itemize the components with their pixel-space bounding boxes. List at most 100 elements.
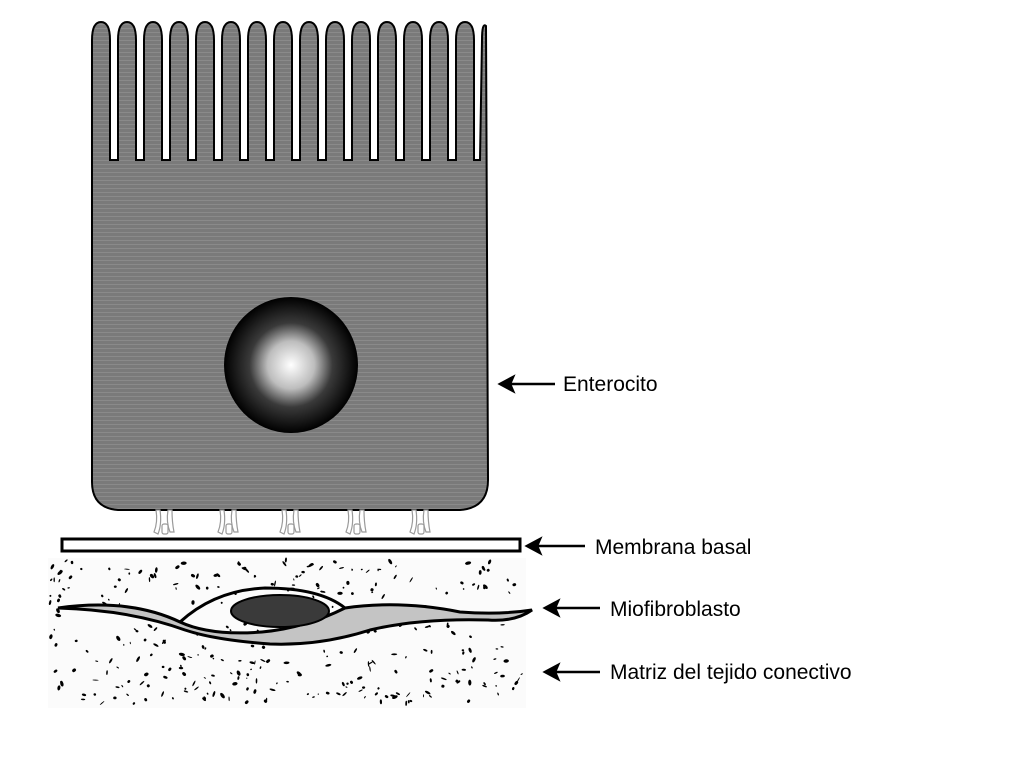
matrix-speck (370, 588, 374, 592)
matrix-speck (191, 600, 195, 605)
matrix-speck (299, 574, 302, 577)
matrix-speck (80, 698, 86, 701)
matrix-speck (450, 630, 456, 636)
nucleus (224, 297, 358, 433)
matrix-speck (351, 592, 354, 595)
matrix-speck (210, 654, 214, 658)
matrix-speck (405, 700, 408, 706)
matrix-speck (483, 585, 486, 590)
matrix-speck (374, 582, 377, 587)
matrix-speck (144, 698, 148, 702)
matrix-speck (500, 646, 504, 648)
matrix-speck (109, 658, 113, 664)
matrix-speck (205, 586, 209, 590)
matrix-speck (365, 569, 370, 573)
matrix-speck (48, 600, 52, 606)
matrix-speck (92, 679, 99, 681)
matrix-speck (64, 559, 68, 563)
matrix-speck (172, 583, 179, 586)
matrix-speck (211, 674, 215, 677)
matrix-speck (282, 561, 287, 567)
matrix-speck (379, 699, 383, 705)
matrix-speck (108, 567, 111, 571)
matrix-speck (369, 665, 371, 672)
basal-membrane (60, 537, 522, 553)
matrix-speck (270, 582, 274, 586)
matrix-speck (132, 702, 136, 705)
matrix-speck (478, 570, 482, 575)
matrix-speck (388, 558, 393, 565)
matrix-speck (178, 666, 184, 670)
matrix-speck (53, 577, 55, 583)
matrix-speck (428, 695, 432, 698)
matrix-speck (202, 697, 206, 701)
matrix-speck (337, 591, 343, 595)
matrix-speck (495, 648, 499, 650)
matrix-speck (374, 692, 378, 696)
matrix-speck (381, 593, 385, 600)
matrix-speck (153, 627, 158, 631)
matrix-speck (378, 568, 382, 571)
matrix-speck (500, 624, 505, 626)
matrix-speck (472, 657, 476, 663)
matrix-speck (217, 586, 220, 588)
matrix-speck (213, 573, 219, 577)
matrix-speck (291, 584, 296, 586)
matrix-speck (124, 568, 130, 570)
attachment-3 (279, 509, 301, 535)
matrix-speck (229, 629, 232, 632)
matrix-speck (511, 687, 515, 691)
matrix-speck (209, 681, 212, 685)
matrix-speck (263, 699, 268, 703)
matrix-speck (286, 680, 289, 683)
attachment-2 (217, 509, 239, 535)
matrix-speck (237, 676, 240, 680)
basal-attachments (153, 509, 431, 535)
myofibroblast-body (57, 603, 533, 646)
matrix-speck (339, 651, 343, 654)
matrix-speck (500, 674, 505, 678)
matrix-speck (462, 651, 465, 655)
matrix-speck (482, 684, 487, 688)
matrix-speck (373, 629, 377, 633)
matrix-speck (187, 656, 193, 658)
matrix-speck (55, 613, 62, 618)
matrix-speck (129, 641, 131, 645)
matrix-speck (147, 624, 153, 628)
matrix-speck (126, 693, 129, 696)
matrix-speck (414, 627, 417, 631)
matrix-speck (393, 574, 397, 580)
matrix-speck (245, 568, 250, 573)
matrix-speck (50, 564, 55, 570)
attachment-5 (409, 509, 431, 535)
matrix-speck (284, 557, 287, 563)
matrix-speck (57, 598, 60, 603)
matrix-speck (67, 587, 70, 589)
matrix-speck (220, 659, 224, 662)
arrow-membrana-basal (524, 536, 585, 556)
matrix-speck (253, 689, 257, 694)
matrix-speck (377, 568, 379, 572)
matrix-speck (493, 658, 497, 660)
matrix-speck (72, 668, 77, 673)
matrix-speck (139, 680, 145, 686)
matrix-speck (319, 565, 324, 571)
matrix-speck (465, 561, 472, 565)
matrix-speck (342, 692, 347, 697)
matrix-speck (312, 696, 315, 698)
matrix-speck (306, 565, 310, 568)
matrix-speck (461, 649, 465, 652)
matrix-speck (161, 691, 165, 697)
matrix-speck (407, 700, 410, 704)
matrix-speck (70, 560, 74, 565)
matrix-speck (95, 660, 99, 662)
matrix-speck (201, 645, 205, 649)
matrix-speck (238, 659, 242, 662)
matrix-speck (293, 578, 295, 581)
matrix-speck (483, 568, 486, 571)
matrix-speck (339, 567, 344, 569)
matrix-speck (371, 659, 376, 665)
matrix-speck (456, 670, 459, 675)
matrix-speck (154, 567, 158, 573)
matrix-speck (244, 700, 249, 705)
